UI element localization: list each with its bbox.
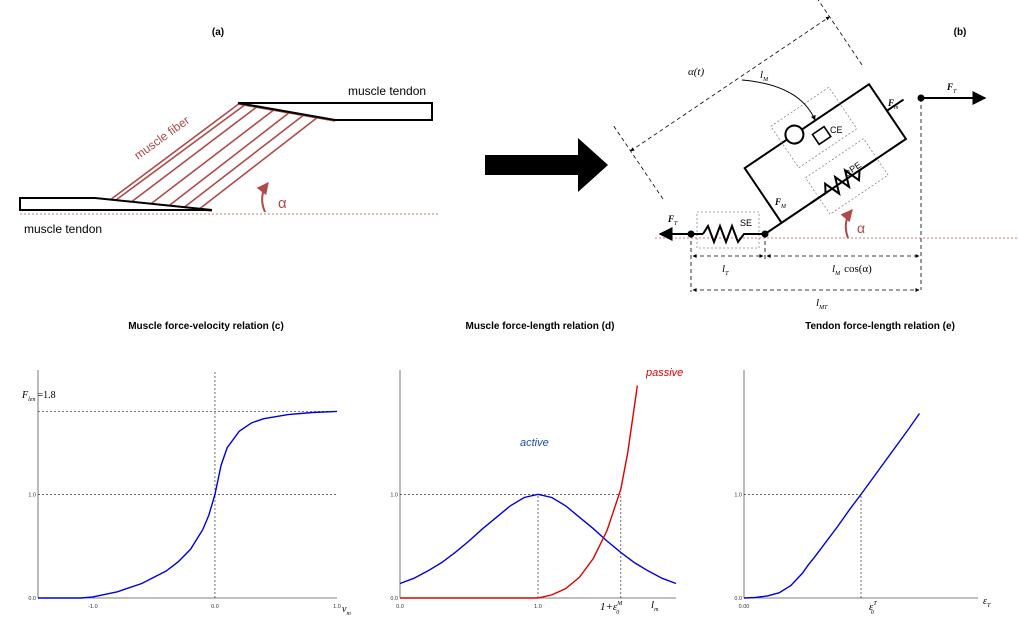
chart-title-c: Muscle force-velocity relation (c) (128, 321, 284, 332)
pe-spring (810, 157, 878, 205)
x-tick-label: 0.0 (211, 604, 219, 610)
y-tick-label: 1.0 (734, 492, 742, 498)
chart-c-annotation: Flen=1.8 (21, 390, 56, 403)
ft-right-label: FT (946, 82, 957, 95)
fiber-label: muscle fiber (132, 113, 193, 162)
alpha-t-arrow (741, 79, 816, 121)
alpha-t-label: α(t) (688, 66, 704, 78)
panel-b: (b) CE B PE SE (613, 0, 1018, 311)
x-tick-label: 1.0 (333, 604, 341, 610)
chart-tendon-force-length: 0.00 0.0 1.0 (734, 370, 978, 610)
tendon-bottom-label: muscle tendon (24, 222, 102, 236)
lower-tendon (19, 197, 213, 211)
angle-arc-a (256, 182, 269, 213)
transition-arrow (485, 138, 608, 192)
x-tick-label: 1.0 (534, 604, 542, 610)
y-tick-label: 0.0 (734, 596, 742, 602)
ce-element (784, 124, 805, 145)
chart-e-xlabel: εT (983, 596, 991, 609)
ce-box (770, 86, 858, 169)
se-spring (702, 223, 765, 245)
lt-label: lT (722, 263, 729, 277)
chart-c-xlabel: vm (342, 604, 351, 617)
x-tick-label: -1.0 (88, 604, 97, 610)
y-tick-label: 1.0 (28, 492, 36, 498)
series-line-active (399, 493, 677, 585)
tendon-top-label: muscle tendon (348, 84, 426, 98)
ft-left-label: FT (667, 214, 678, 227)
y-tick-label: 0.0 (28, 596, 36, 602)
chart-force-length: 0.0 1.0 0.0 1.0 (390, 370, 677, 610)
y-tick-label: 1.0 (390, 492, 398, 498)
x-tick-label: 0.0 (396, 604, 404, 610)
angle-arc-b (840, 209, 853, 239)
panel-a-label: (a) (212, 27, 224, 38)
damper-element (811, 125, 832, 146)
se-box (696, 211, 760, 249)
angle-label-a: α (278, 195, 287, 212)
active-label: active (520, 437, 549, 449)
chart-title-d: Muscle force-length relation (d) (466, 321, 615, 332)
x-tick-label: 0.00 (739, 604, 750, 610)
series-line-passive (400, 385, 639, 599)
series-line-series-0 (743, 413, 921, 599)
angle-label-b: α (857, 220, 865, 236)
upper-tendon (237, 102, 433, 121)
b-label: B (845, 169, 850, 178)
series-line-series-0 (38, 410, 338, 599)
chart-d-xlabel: lm (651, 599, 659, 613)
chart-force-velocity: -1.0 0.0 1.0 0.0 1.0 (28, 370, 341, 610)
lm-label: lM (760, 69, 769, 83)
chart-title-e: Tendon force-length relation (e) (805, 321, 955, 332)
passive-label: passive (645, 367, 683, 379)
panel-b-label: (b) (954, 27, 967, 38)
rotated-muscle-body (613, 0, 908, 235)
fm-label: Fm (887, 98, 899, 111)
lmt-label: lMT (816, 297, 828, 311)
se-label: SE (740, 218, 752, 228)
muscle-body-box (743, 82, 908, 225)
panel-a: (a) muscle tendon muscle tendon muscle f… (19, 27, 440, 236)
y-tick-label: 0.0 (390, 596, 398, 602)
fm2-label: FM (774, 197, 787, 210)
ce-label: CE (830, 125, 843, 135)
